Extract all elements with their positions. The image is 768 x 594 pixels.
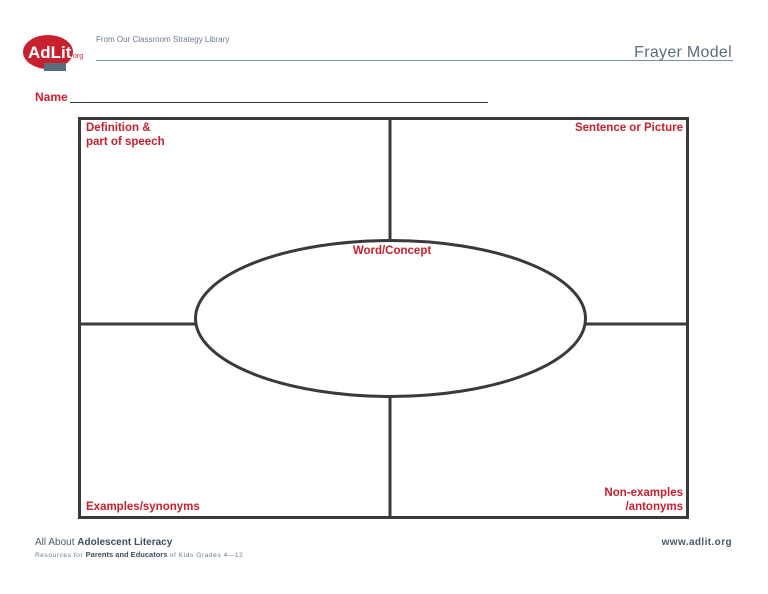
footer-prefix: All About: [35, 537, 75, 548]
frayer-diagram: [78, 117, 689, 519]
adlit-logo: AdLit org: [23, 35, 83, 71]
header-divider: [96, 60, 733, 61]
definition-label-line2: part of speech: [86, 136, 165, 148]
logo-suffix: org: [73, 53, 83, 60]
footer-sub-suffix: of Kids Grades 4—12: [169, 552, 244, 559]
page-title: Frayer Model: [634, 44, 732, 61]
examples-label: Examples/synonyms: [86, 501, 200, 513]
footer-subline: Resources for Parents and Educators of K…: [35, 550, 243, 559]
footer-brand: All About Adolescent Literacy: [35, 537, 172, 548]
logo-text: AdLit: [28, 43, 72, 62]
definition-label: Definition & part of speech: [86, 121, 165, 149]
footer-url[interactable]: www.adlit.org: [661, 537, 732, 548]
sentence-picture-label: Sentence or Picture: [574, 122, 683, 134]
word-concept-label: Word/Concept: [352, 245, 432, 257]
footer-site-name: Adolescent Literacy: [77, 537, 173, 548]
non-examples-label: Non-examples /antonyms: [604, 486, 683, 514]
non-examples-label-line2: /antonyms: [625, 501, 683, 513]
footer-sub-bold: Parents and Educators: [85, 550, 168, 559]
outer-frame: [78, 117, 689, 519]
footer-sub-prefix: Resources for: [35, 552, 84, 559]
word-concept-oval[interactable]: [194, 239, 587, 398]
definition-label-line1: Definition &: [86, 122, 151, 134]
name-label: Name: [35, 90, 68, 104]
non-examples-label-line1: Non-examples: [604, 487, 683, 499]
tagline: From Our Classroom Strategy Library: [96, 35, 230, 44]
name-input-line[interactable]: [70, 102, 488, 103]
